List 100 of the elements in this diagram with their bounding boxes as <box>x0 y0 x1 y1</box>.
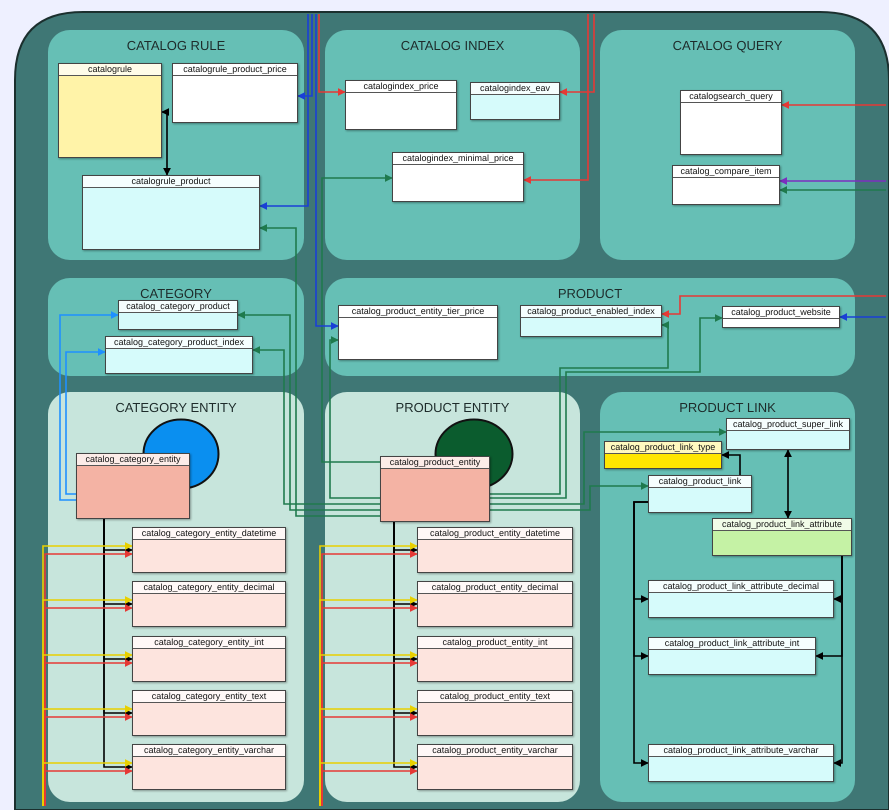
table-name: catalogrule_product_price <box>173 64 297 76</box>
group-title: PRODUCT ENTITY <box>396 400 510 415</box>
table-name: catalog_product_website <box>723 307 839 319</box>
table-box <box>417 744 573 790</box>
arrow <box>779 186 886 194</box>
table-box <box>118 300 238 330</box>
table-name: catalog_category_product <box>119 301 237 313</box>
table-box <box>417 690 573 736</box>
table-name: catalogindex_eav <box>471 83 559 95</box>
arrow <box>523 14 589 184</box>
table-name: catalog_product_link_attribute_int <box>649 638 815 650</box>
table-box <box>392 152 524 202</box>
table-name: catalogsearch_query <box>681 91 781 103</box>
arrow <box>781 101 886 109</box>
group-title: PRODUCT <box>558 286 622 301</box>
table-box <box>338 305 498 360</box>
group-panel <box>48 392 304 802</box>
arrow <box>259 224 380 517</box>
table-name: catalog_product_link <box>649 476 751 488</box>
table-box <box>172 63 298 123</box>
group-title: CATALOG QUERY <box>672 38 782 53</box>
arrow <box>237 311 380 511</box>
table-name: catalogrule_product <box>83 176 259 188</box>
group-title: CATEGORY <box>140 286 212 301</box>
group-title: PRODUCT LINK <box>679 400 776 415</box>
table-name: catalogrule <box>59 64 161 76</box>
arrow <box>329 336 380 499</box>
table-name: catalog_product_link_type <box>605 442 721 454</box>
group-title: CATEGORY ENTITY <box>115 400 237 415</box>
table-box <box>672 165 780 205</box>
group-panel <box>48 30 304 260</box>
group-panel <box>325 392 580 802</box>
table-box <box>470 82 560 120</box>
table-box <box>417 527 573 573</box>
arrow <box>315 14 339 330</box>
table-name: catalog_product_super_link <box>727 419 849 431</box>
arrow <box>490 321 670 495</box>
arrow <box>59 311 119 501</box>
arrow <box>784 449 792 519</box>
table-box <box>648 637 816 675</box>
arrow <box>103 519 133 771</box>
table-name: catalog_product_entity_varchar <box>418 745 572 757</box>
group-title: CATALOG INDEX <box>400 38 504 53</box>
table-name: catalogindex_minimal_price <box>393 153 523 165</box>
arrow <box>297 14 313 100</box>
table-box <box>132 527 286 573</box>
table-name: catalog_product_link_attribute <box>713 519 851 531</box>
arrow <box>321 174 393 463</box>
arrow <box>833 556 843 767</box>
table-box <box>380 456 490 522</box>
table-name: catalog_category_entity_int <box>133 637 285 649</box>
arrow <box>633 501 649 767</box>
table-name: catalog_category_entity_datetime <box>133 528 285 540</box>
arrow <box>490 482 649 511</box>
table-name: catalog_category_product_index <box>106 337 252 349</box>
table-box <box>417 636 573 682</box>
arrow <box>839 313 886 321</box>
table-name: catalog_category_entity_decimal <box>133 582 285 594</box>
table-name: catalog_product_entity_int <box>418 637 572 649</box>
arrow <box>65 348 106 495</box>
arrow <box>490 314 723 499</box>
group-title: CATALOG RULE <box>126 38 226 53</box>
table-box <box>722 306 840 328</box>
table-box <box>132 690 286 736</box>
arrow <box>318 14 346 96</box>
table-box <box>680 90 782 155</box>
table-box <box>648 744 834 782</box>
table-box <box>520 305 662 337</box>
table-box <box>726 418 850 450</box>
table-name: catalog_product_link_attribute_varchar <box>649 745 833 757</box>
table-name: catalog_category_entity_text <box>133 691 285 703</box>
table-box <box>604 441 722 469</box>
table-box <box>648 475 752 513</box>
table-box <box>132 744 286 790</box>
table-name: catalog_category_entity <box>77 454 189 466</box>
arrow <box>779 177 886 185</box>
table-name: catalog_product_entity_tier_price <box>339 306 497 318</box>
arrow <box>259 14 309 210</box>
group-panel <box>600 392 855 802</box>
arrow <box>559 14 595 96</box>
group-panel <box>48 278 304 376</box>
table-name: catalog_product_enabled_index <box>521 306 661 318</box>
table-box <box>417 581 573 627</box>
group-panel <box>325 278 855 376</box>
table-box <box>132 636 286 682</box>
table-box <box>58 63 162 158</box>
group-panel <box>600 30 855 260</box>
table-name: catalog_product_entity <box>381 457 489 469</box>
arrow <box>661 295 886 318</box>
arrow <box>252 346 380 505</box>
table-box <box>132 581 286 627</box>
arrow <box>393 522 418 771</box>
arrow <box>161 108 171 176</box>
table-name: catalog_product_entity_text <box>418 691 572 703</box>
table-name: catalog_compare_item <box>673 166 779 178</box>
group-panel <box>325 30 580 260</box>
table-name: catalog_product_link_attribute_decimal <box>649 581 833 593</box>
table-box <box>82 175 260 250</box>
table-name: catalogindex_price <box>346 81 456 93</box>
table-box <box>105 336 253 374</box>
